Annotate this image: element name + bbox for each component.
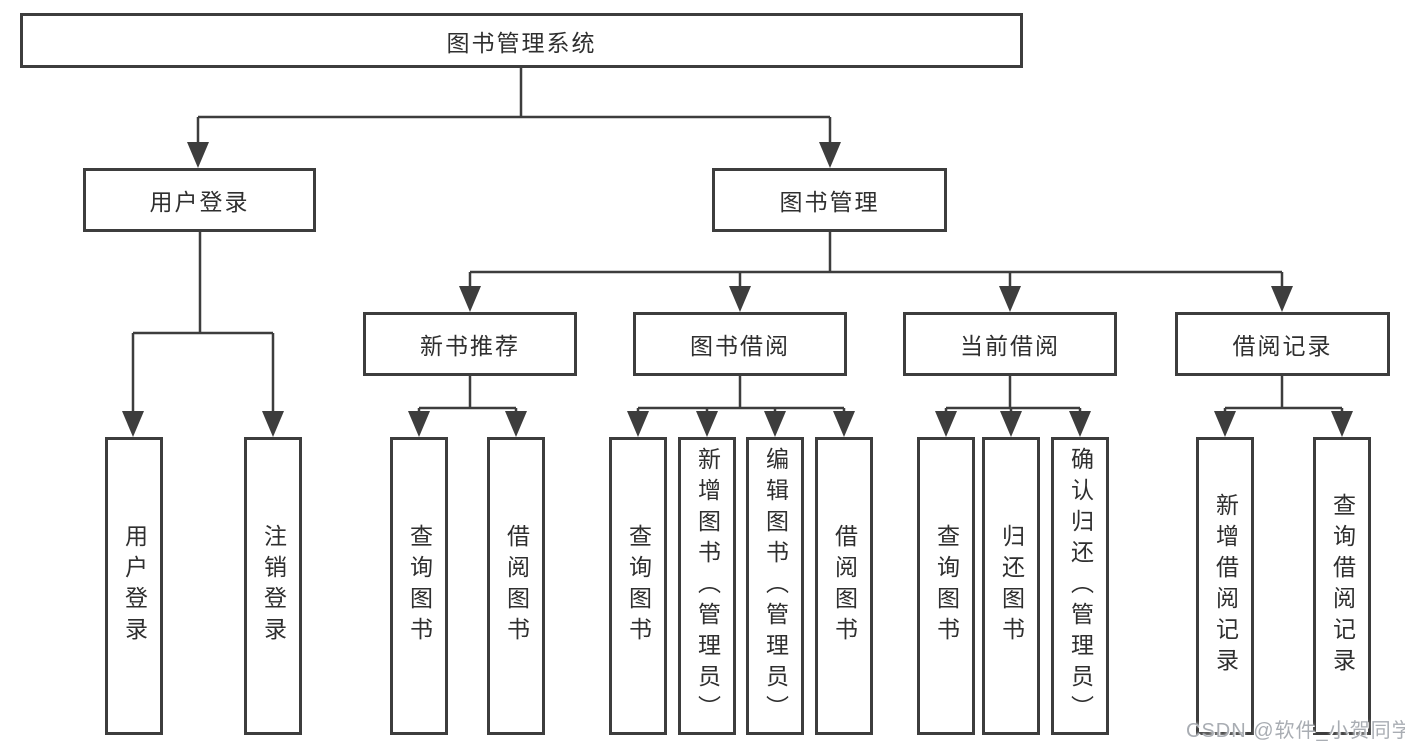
leaf-user-login-label: 用户登录	[121, 524, 148, 648]
node-user-login-label: 用户登录	[149, 189, 250, 215]
leaf-query-books-borrow: 查询图书	[609, 437, 667, 735]
edge-bookborrow-to-leaves	[636, 376, 846, 413]
node-book-borrow: 图书借阅	[633, 312, 847, 376]
arrowhead	[1214, 411, 1236, 437]
node-root: 图书管理系统	[20, 13, 1023, 68]
arrowhead	[764, 411, 786, 437]
arrowhead	[627, 411, 649, 437]
arrowhead	[505, 411, 527, 437]
edge-bookmgmt-to-level3	[468, 232, 1284, 288]
leaf-query-books-current-label: 查询图书	[933, 524, 960, 648]
node-borrow-records: 借阅记录	[1175, 312, 1390, 376]
edge-currentborrow-to-leaves	[944, 376, 1082, 413]
leaf-add-borrow-record-label: 新增借阅记录	[1212, 493, 1239, 679]
arrowhead	[819, 142, 841, 168]
leaf-query-borrow-record: 查询借阅记录	[1313, 437, 1371, 735]
arrowhead	[1000, 411, 1022, 437]
leaf-edit-book-admin: 编辑图书（管理员）	[746, 437, 804, 735]
leaf-logout-label: 注销登录	[260, 524, 287, 648]
leaf-borrow-books-label: 借阅图书	[831, 524, 858, 648]
node-book-management-label: 图书管理	[779, 189, 880, 215]
leaf-query-books-recommend-label: 查询图书	[406, 524, 433, 648]
watermark: CSDN @软件_小贺同学	[1186, 720, 1405, 742]
arrowhead	[833, 411, 855, 437]
leaf-user-login: 用户登录	[105, 437, 163, 735]
arrowhead	[935, 411, 957, 437]
edge-newbook-to-leaves	[417, 376, 518, 413]
leaf-confirm-return-admin: 确认归还（管理员）	[1051, 437, 1109, 735]
leaf-query-books-current: 查询图书	[917, 437, 975, 735]
leaf-query-books-borrow-label: 查询图书	[625, 524, 652, 648]
leaf-return-book-label: 归还图书	[998, 524, 1025, 648]
leaf-query-borrow-record-label: 查询借阅记录	[1329, 493, 1356, 679]
arrowhead	[408, 411, 430, 437]
leaf-add-borrow-record: 新增借阅记录	[1196, 437, 1254, 735]
leaf-return-book: 归还图书	[982, 437, 1040, 735]
arrowhead	[999, 286, 1021, 312]
edge-userlogin-to-leaves	[131, 232, 275, 413]
arrowhead	[1271, 286, 1293, 312]
node-book-management: 图书管理	[712, 168, 947, 232]
node-book-borrow-label: 图书借阅	[690, 333, 790, 359]
node-new-book-recommend-label: 新书推荐	[420, 333, 520, 359]
node-current-borrow: 当前借阅	[903, 312, 1117, 376]
leaf-confirm-return-admin-label: 确认归还（管理员）	[1067, 446, 1094, 726]
edge-root-to-level2	[196, 68, 832, 143]
leaf-add-book-admin-label: 新增图书（管理员）	[694, 446, 721, 726]
arrowhead	[122, 411, 144, 437]
arrowhead	[262, 411, 284, 437]
leaf-logout: 注销登录	[244, 437, 302, 735]
arrowhead	[729, 286, 751, 312]
arrowhead	[1331, 411, 1353, 437]
leaf-add-book-admin: 新增图书（管理员）	[678, 437, 736, 735]
arrowhead	[696, 411, 718, 437]
leaf-edit-book-admin-label: 编辑图书（管理员）	[762, 446, 789, 726]
node-root-label: 图书管理系统	[446, 29, 597, 56]
node-current-borrow-label: 当前借阅	[960, 333, 1060, 359]
leaf-borrow-books-recommend: 借阅图书	[487, 437, 545, 735]
leaf-borrow-books: 借阅图书	[815, 437, 873, 735]
edge-borrowrecords-to-leaves	[1223, 376, 1344, 413]
arrowhead	[459, 286, 481, 312]
arrowhead	[1069, 411, 1091, 437]
leaf-query-books-recommend: 查询图书	[390, 437, 448, 735]
node-user-login: 用户登录	[83, 168, 316, 232]
leaf-borrow-books-recommend-label: 借阅图书	[503, 524, 530, 648]
node-new-book-recommend: 新书推荐	[363, 312, 577, 376]
arrowhead	[187, 142, 209, 168]
node-borrow-records-label: 借阅记录	[1232, 333, 1333, 359]
